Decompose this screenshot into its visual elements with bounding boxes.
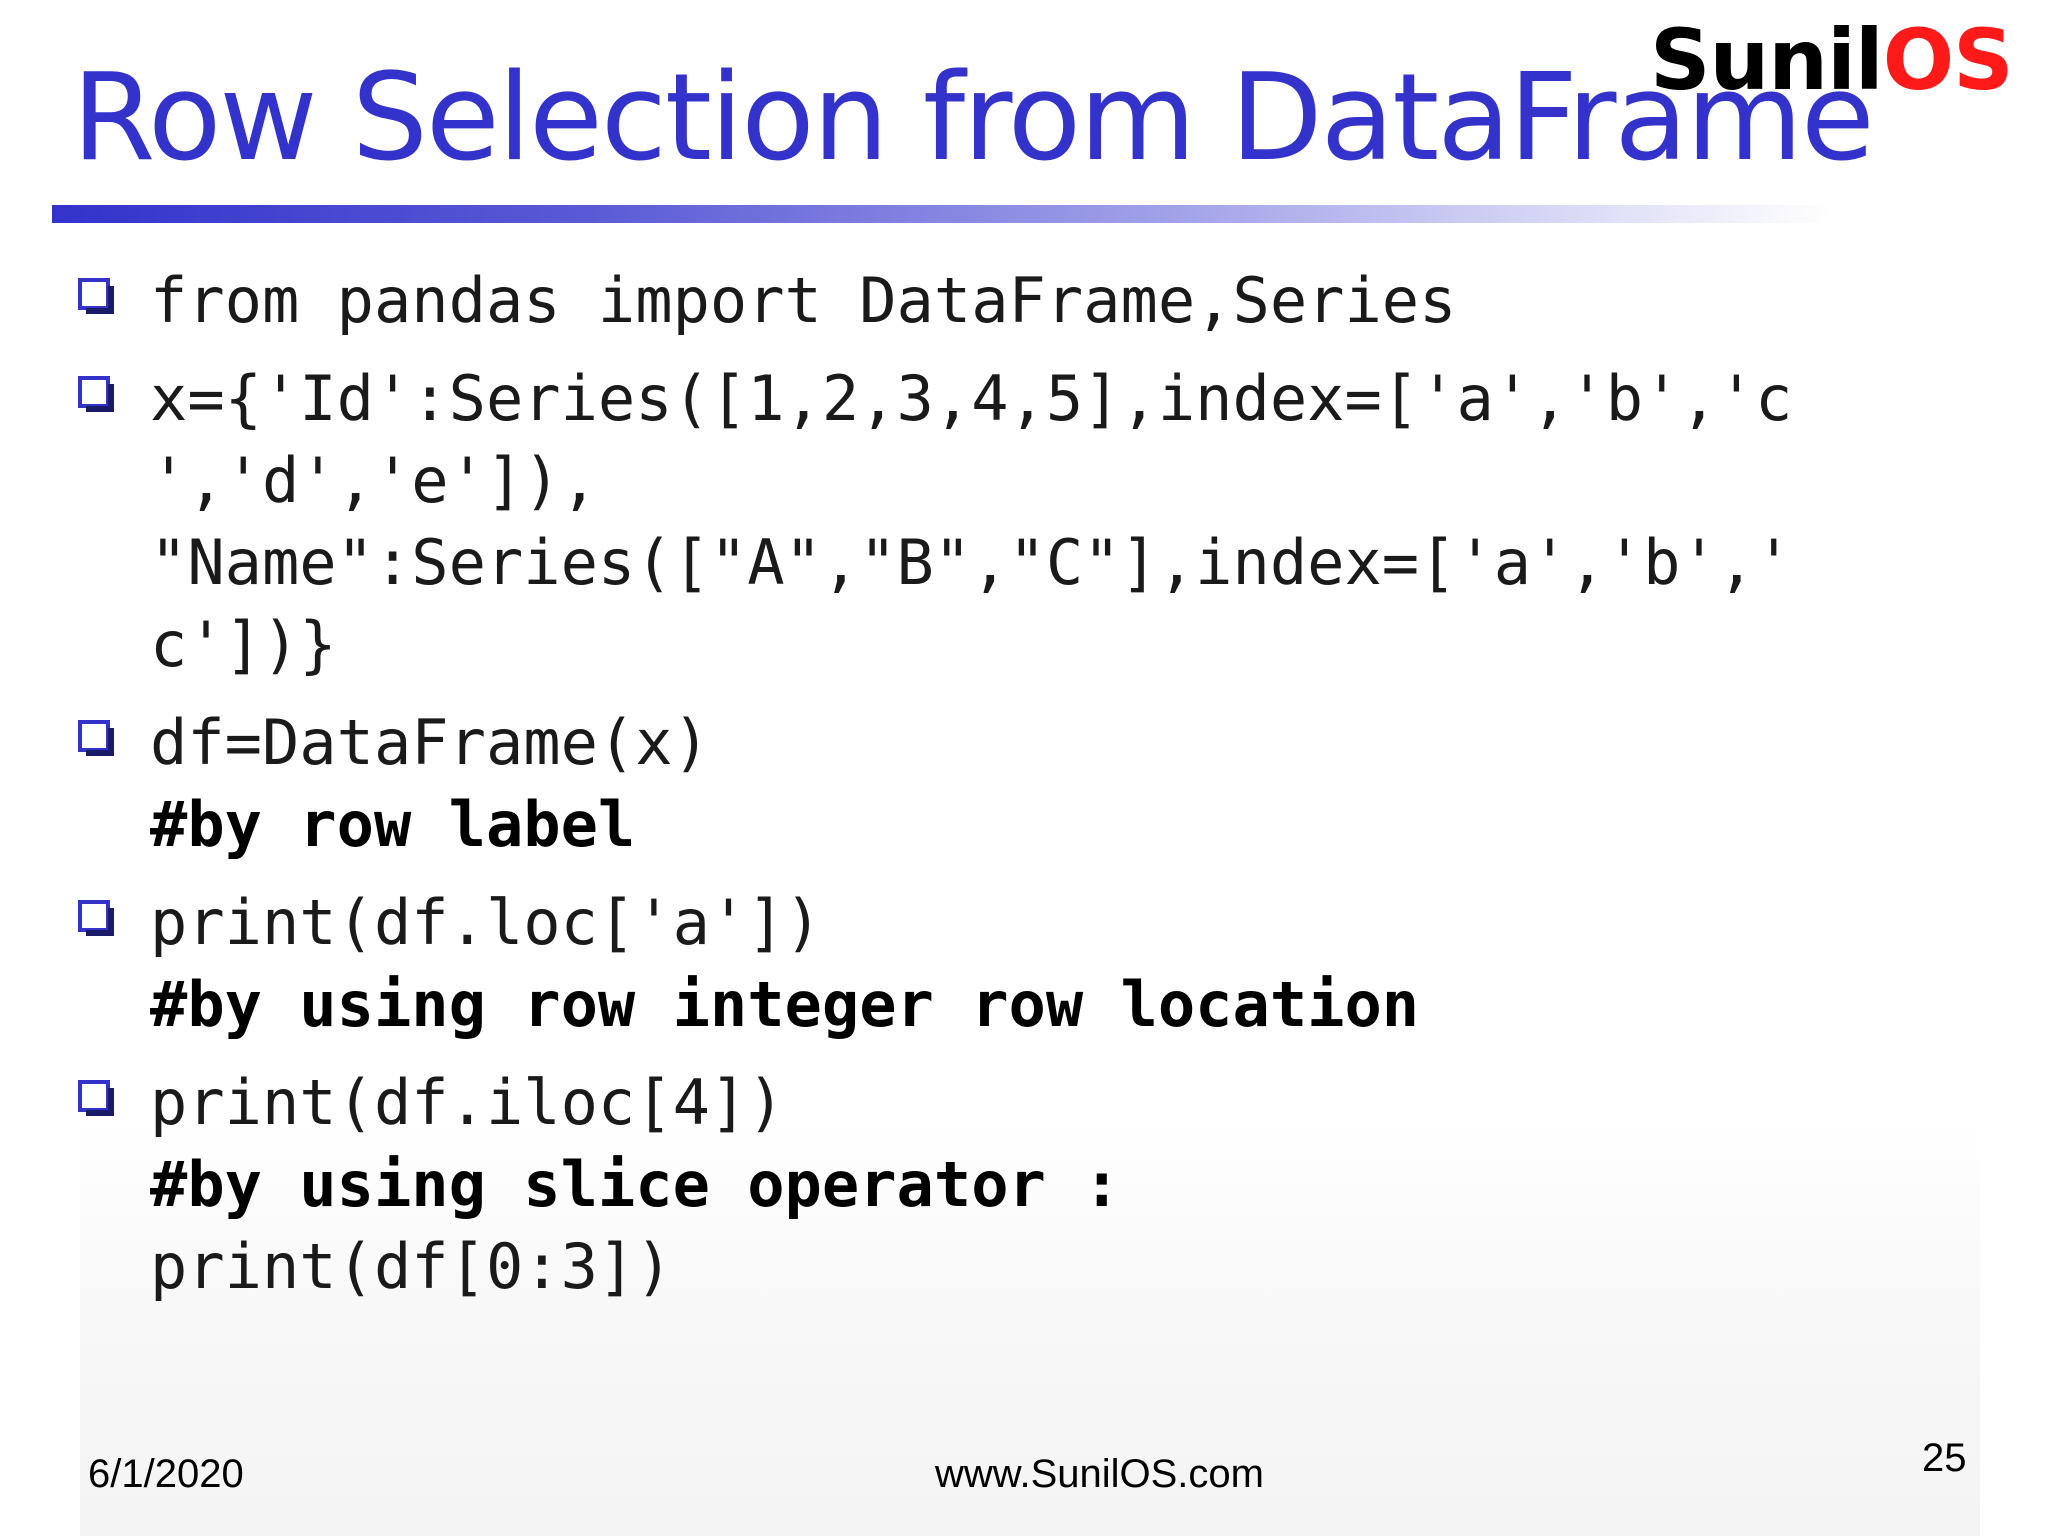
code-line: print(df[0:3]) xyxy=(150,1230,673,1303)
code-line: x={'Id':Series([1,2,3,4,5],index=['a','b… xyxy=(150,362,1793,435)
code-line: ','d','e']), xyxy=(150,444,598,517)
code-line: c'])} xyxy=(150,608,337,681)
checkbox-square-icon xyxy=(78,1080,114,1116)
bullet-list: from pandas import DataFrame,Series x={'… xyxy=(78,260,1978,1308)
footer-url: www.SunilOS.com xyxy=(935,1452,1264,1496)
logo-text-sunil: Sunil xyxy=(1650,11,1884,109)
code-line: print(df.loc['a']) xyxy=(150,886,822,959)
content-background-shade xyxy=(80,1120,1980,1536)
checkbox-square-icon xyxy=(78,376,114,412)
code-line: from pandas import DataFrame,Series xyxy=(150,264,1457,337)
checkbox-square-icon xyxy=(78,900,114,936)
logo-text-os: OS xyxy=(1882,11,2014,109)
footer-date: 6/1/2020 xyxy=(88,1452,244,1496)
code-line: "Name":Series(["A","B","C"],index=['a','… xyxy=(150,526,1793,599)
bullet-item-dict: x={'Id':Series([1,2,3,4,5],index=['a','b… xyxy=(78,358,1978,686)
page-number: 25 xyxy=(1922,1436,1967,1480)
code-line: df=DataFrame(x) xyxy=(150,706,710,779)
title-underline xyxy=(52,205,1832,223)
code-comment: #by using row integer row location xyxy=(150,968,1420,1041)
slide-title: Row Selection from DataFrame xyxy=(72,49,1875,188)
sunilos-logo: SunilOS xyxy=(1650,10,2014,110)
code-comment: #by row label xyxy=(150,788,636,861)
checkbox-square-icon xyxy=(78,720,114,756)
code-line: print(df.iloc[4]) xyxy=(150,1066,785,1139)
bullet-item-import: from pandas import DataFrame,Series xyxy=(78,260,1978,342)
bullet-item-iloc: print(df.iloc[4]) #by using slice operat… xyxy=(78,1062,1978,1308)
bullet-item-dataframe: df=DataFrame(x) #by row label xyxy=(78,702,1978,866)
code-comment: #by using slice operator : xyxy=(150,1148,1121,1221)
bullet-item-loc: print(df.loc['a']) #by using row integer… xyxy=(78,882,1978,1046)
checkbox-square-icon xyxy=(78,278,114,314)
